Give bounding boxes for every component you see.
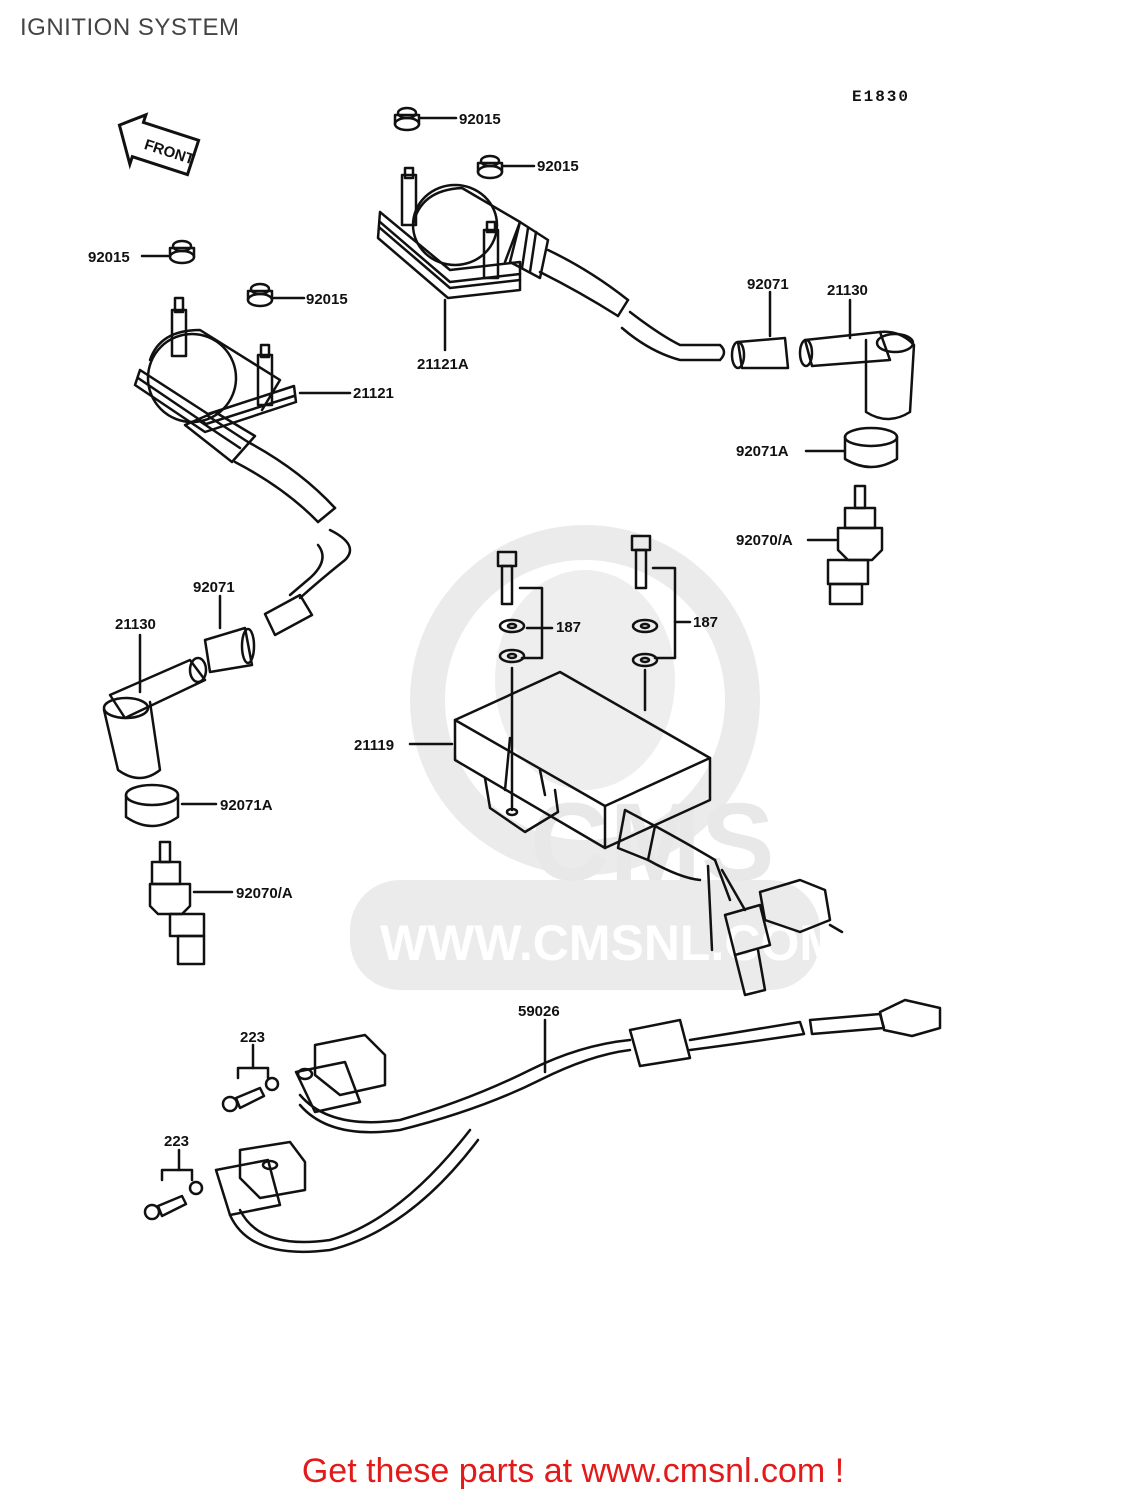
footer-cta-link[interactable]: Get these parts at www.cmsnl.com !	[301, 1452, 845, 1490]
pickup-harness	[228, 998, 942, 1254]
callout-223: 223	[240, 1029, 265, 1046]
pickup-coil-2	[214, 1140, 307, 1217]
callout-92071a: 92071A	[736, 443, 789, 460]
bolt-washer-set-right	[630, 534, 692, 712]
spark-plug-cap-left	[102, 633, 208, 780]
igniter-box	[408, 670, 844, 997]
front-arrow-icon: FRONT	[117, 112, 201, 177]
callout-92071a: 92071A	[220, 797, 273, 814]
seal-right	[804, 426, 899, 469]
callout-92070a: 92070/A	[236, 885, 293, 902]
flange-nut-icon	[393, 106, 458, 132]
bolt-washer-set-left	[496, 550, 554, 812]
seal-left	[124, 783, 218, 828]
callout-92071: 92071	[193, 579, 235, 596]
plug-boot-left	[203, 593, 314, 674]
callout-21121a: 21121A	[417, 356, 469, 373]
callout-21130: 21130	[827, 282, 868, 299]
callout-21130: 21130	[115, 616, 156, 633]
callout-92015: 92015	[306, 291, 348, 308]
plug-boot-right	[730, 290, 790, 370]
callout-92015: 92015	[537, 158, 579, 175]
ignition-coil-right	[376, 166, 726, 362]
callout-92070a: 92070/A	[736, 532, 793, 549]
pickup-screw-set-1	[221, 1043, 280, 1113]
ignition-coil-left	[133, 296, 352, 600]
cms-watermark: CMS WWW.CMSNL.COM	[350, 525, 841, 990]
callout-92015: 92015	[88, 249, 130, 266]
callout-labels: 92015 92015 92015 92015 21121A 21121 920…	[88, 111, 868, 1150]
flange-nut-icon	[140, 239, 196, 265]
flange-nut-icon	[476, 154, 536, 180]
callout-21121: 21121	[353, 385, 394, 402]
spark-plug-cap-right	[798, 298, 916, 421]
pickup-coil-1	[294, 1033, 387, 1114]
callout-223: 223	[164, 1133, 189, 1150]
diagram-id: E1830	[852, 88, 911, 106]
callout-187: 187	[693, 614, 718, 631]
page-title: IGNITION SYSTEM	[20, 14, 240, 41]
spark-plug-left	[148, 840, 234, 966]
callout-59026: 59026	[518, 1003, 560, 1020]
spark-plug-right	[806, 484, 884, 606]
callout-21119: 21119	[354, 737, 394, 754]
flange-nut-icon	[246, 282, 306, 308]
callout-92071: 92071	[747, 276, 789, 293]
callout-187: 187	[556, 619, 581, 636]
callout-92015: 92015	[459, 111, 501, 128]
pickup-screw-set-2	[143, 1148, 204, 1221]
